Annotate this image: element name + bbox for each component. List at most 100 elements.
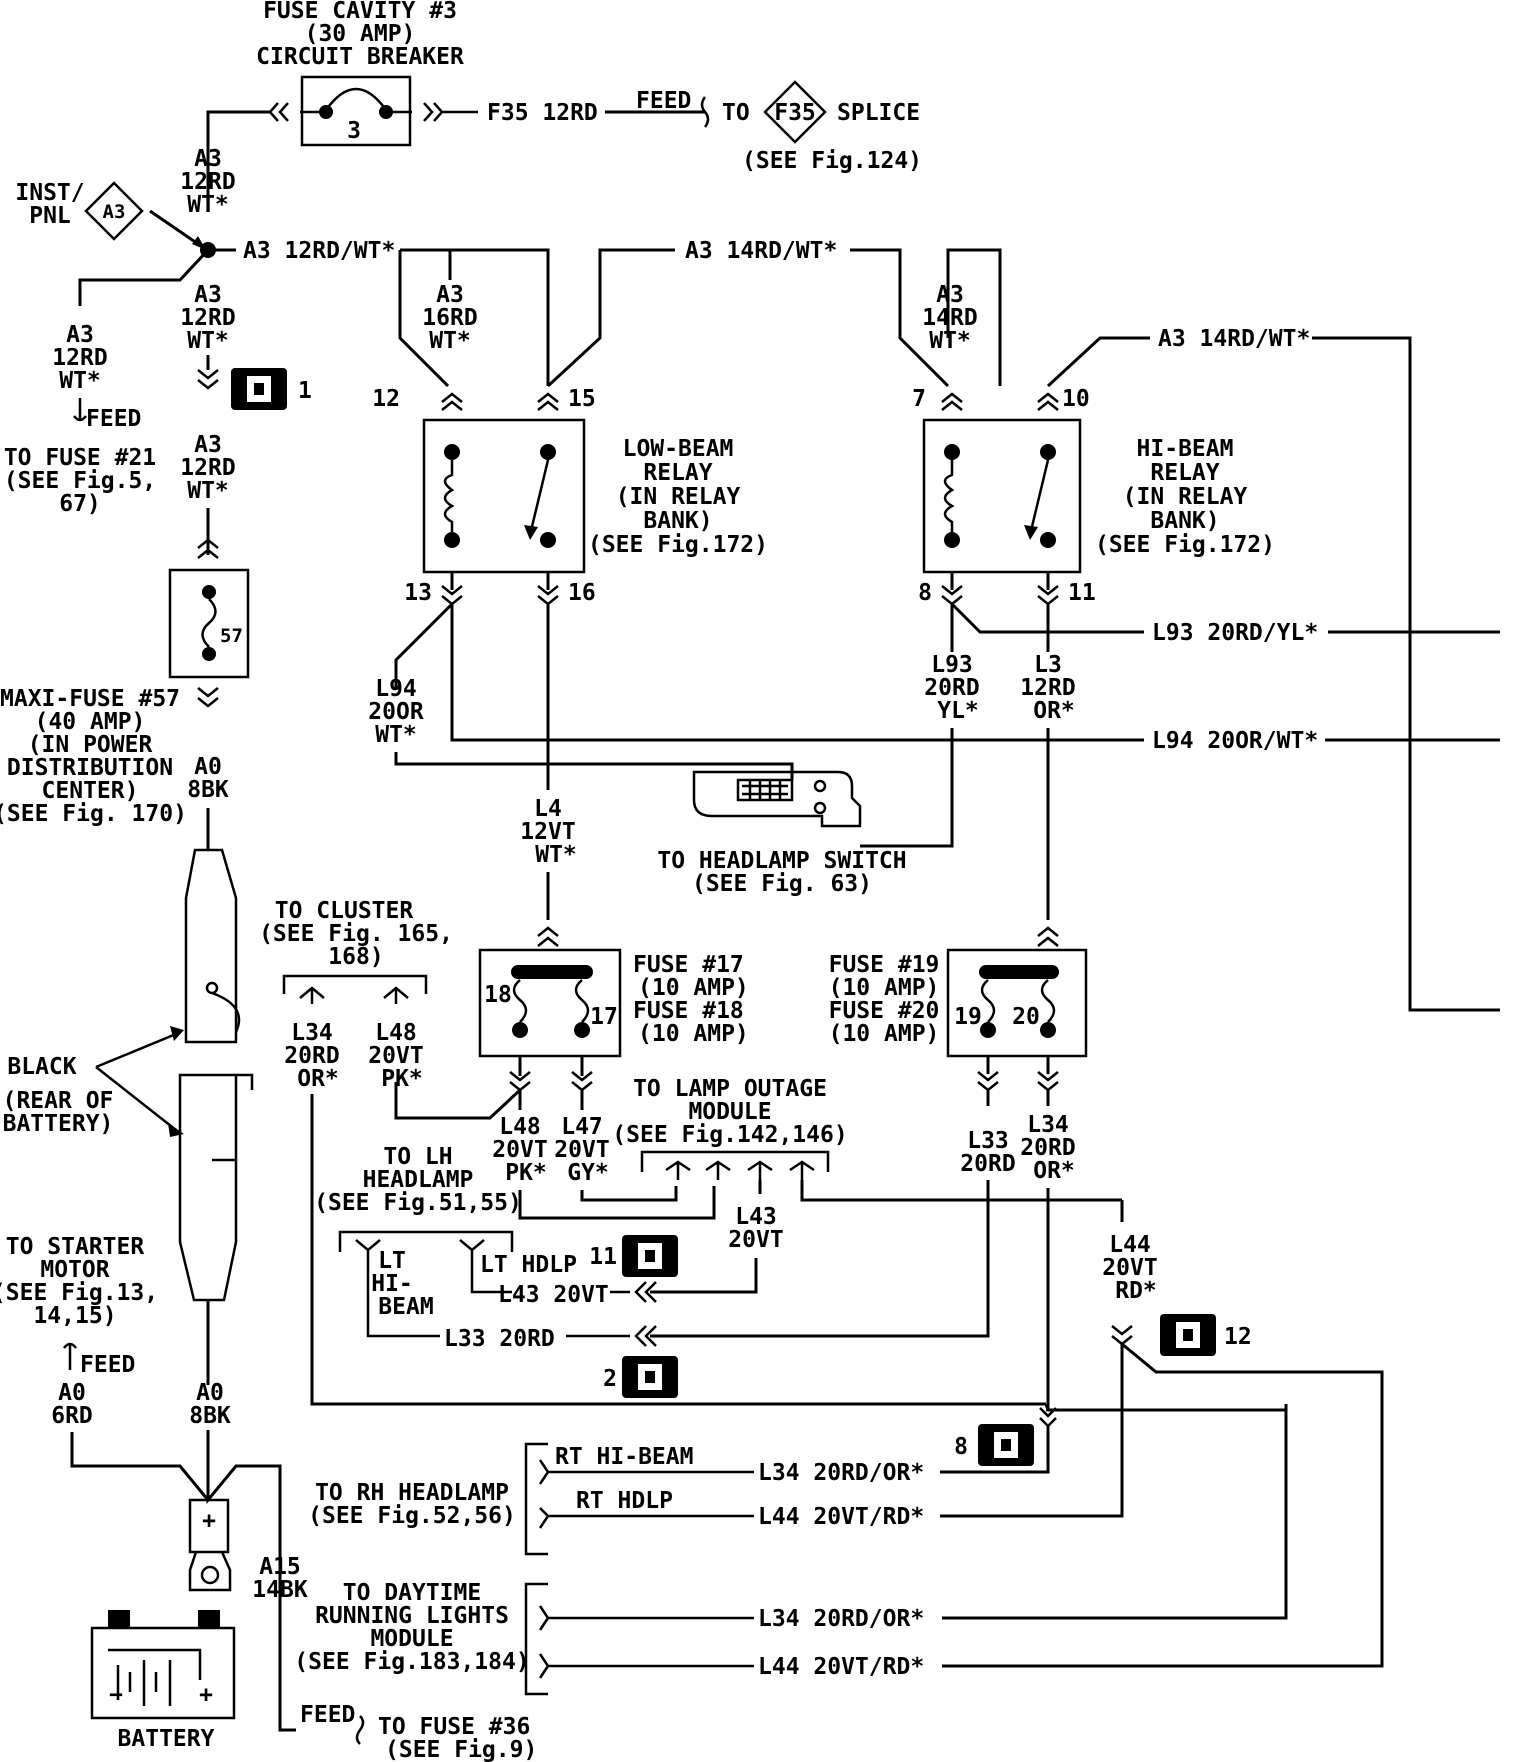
feed-bottom-label: FEED [300,1702,355,1728]
to-lh-l2: HEADLAMP [363,1167,474,1193]
battery-icon: + − + [90,1498,236,1720]
l94-left-l2: 20OR [368,699,424,725]
fuse17-l1: FUSE #17 [633,952,744,978]
to-lh-l1: TO LH [383,1144,452,1170]
splice-see: (SEE Fig.124) [742,148,922,174]
a3-14rd-l2: 14RD [922,305,977,331]
l47-l1: L47 [561,1114,603,1140]
a3-top-l2: 12RD [180,169,235,195]
l4-l1: L4 [534,796,562,822]
fuse-19-20: 19 20 [946,948,1088,1058]
l48-left-l3: PK* [381,1066,423,1092]
a3-mid-l2: 12RD [180,305,235,331]
headlamp-switch-l2: (SEE Fig. 63) [692,871,872,897]
l93-l3: YL* [937,698,979,724]
inst-pnl-connector-icon [84,181,144,241]
fuse-cavity-title: FUSE CAVITY #3 [263,0,457,24]
a0-bot-l2: 8BK [189,1403,231,1429]
drl-l3: MODULE [370,1626,453,1652]
hi-beam-relay [922,418,1082,574]
to-fuse36-l1: TO FUSE #36 [378,1714,530,1740]
connector-icon-2 [622,1356,678,1398]
hi-pin-8: 8 [918,580,932,606]
fuse-pin-18: 18 [484,982,512,1008]
l44-l3: RD* [1115,1278,1157,1304]
l44-l2: 20VT [1102,1255,1157,1281]
l48-low-l3: PK* [505,1160,547,1186]
l34-drl-label: L34 20RD/OR* [758,1606,924,1632]
low-beam-relay [422,418,586,574]
a0-6rd-l1: A0 [58,1380,86,1406]
to-rh-l1: TO RH HEADLAMP [315,1480,509,1506]
to-starter-l2: MOTOR [40,1257,109,1283]
l34-left-l1: L34 [291,1020,333,1046]
l34-r-l3: OR* [1033,1158,1075,1184]
to-cluster-l1: TO CLUSTER [275,898,414,924]
battery-label: BATTERY [118,1726,215,1752]
l93-l1: L93 [931,652,973,678]
l48-low-l2: 20VT [492,1137,547,1163]
l43-l2: 20VT [728,1227,783,1253]
to-starter-l3: (SEE Fig.13, [0,1280,158,1306]
low-relay-l4: BANK) [643,508,712,534]
l94-h-label: L94 20OR/WT* [1152,728,1318,754]
low-pin-15: 15 [568,386,596,412]
lamp-outage-l3: (SEE Fig.142,146) [612,1122,847,1148]
a3-mid-l3: WT* [187,328,229,354]
a0-6rd-l2: 6RD [51,1403,93,1429]
connector-icon-11 [622,1235,678,1277]
a3-16rd-l1: A3 [436,282,464,308]
maxi-fuse-num: 57 [220,625,243,647]
hi-relay-l1: HI-BEAM [1137,436,1234,462]
a3-16rd-l2: 16RD [422,305,477,331]
a3-lower-l3: WT* [187,478,229,504]
a3-horiz2-label: A3 14RD/WT* [685,238,837,264]
fuse17-l2: (10 AMP) [638,975,749,1001]
l43-l1: L43 [735,1204,777,1230]
a3-14rd-l1: A3 [936,282,964,308]
conn2-label: 2 [603,1366,617,1392]
circuit-breaker: FUSE CAVITY #3 (30 AMP) CIRCUIT BREAKER … [256,0,464,147]
splice-label: SPLICE [837,100,920,126]
a3-14rd-l3: WT* [929,328,971,354]
conn11-label: 11 [589,1244,617,1270]
hi-pin-11: 11 [1068,580,1096,606]
conn1-label: 1 [298,378,312,404]
a15-l2: 14BK [252,1577,308,1603]
lt-hibeam-l2: HI- [371,1271,413,1297]
inst-pnl-l2: PNL [29,203,71,229]
to-starter-l1: TO STARTER [6,1234,145,1260]
connector-icon-8 [978,1424,1034,1466]
fuse-cavity-type: CIRCUIT BREAKER [256,44,464,70]
a0-top-l1: A0 [194,754,222,780]
splice-code: F35 [774,100,816,126]
fuse-17-18: 18 17 [478,948,622,1058]
to-cluster-l2: (SEE Fig. 165, [259,921,453,947]
l34-rt-label: L34 20RD/OR* [758,1460,924,1486]
fuse17-l3: FUSE #18 [633,998,744,1024]
a3-left-l1: A3 [66,322,94,348]
a0-top-l2: 8BK [187,777,229,803]
low-relay-l3: (IN RELAY [616,484,741,510]
l48-left-l1: L48 [375,1020,417,1046]
l34-r-l2: 20RD [1020,1135,1075,1161]
l94-left-l3: WT* [375,722,417,748]
fuse-cavity-amp: (30 AMP) [305,21,416,47]
to-fuse21-l3: 67) [59,491,101,517]
l3-l1: L3 [1034,652,1062,678]
a3-16rd-l3: WT* [429,328,471,354]
to-splice-label: TO [722,100,750,126]
f35-wire-label: F35 12RD [487,100,598,126]
l34-left-l3: OR* [297,1066,339,1092]
fuse-pin-19: 19 [954,1004,982,1030]
l3-l2: 12RD [1020,675,1075,701]
maxi-fuse-l2: (40 AMP) [35,709,146,735]
headlamp-switch-l1: TO HEADLAMP SWITCH [657,848,906,874]
lt-hibeam-l3: BEAM [378,1294,433,1320]
fuse19-l1: FUSE #19 [829,952,940,978]
a3-horiz3-label: A3 14RD/WT* [1158,326,1310,352]
black-l3: BATTERY) [3,1111,114,1137]
l33-l2: 20RD [960,1151,1015,1177]
